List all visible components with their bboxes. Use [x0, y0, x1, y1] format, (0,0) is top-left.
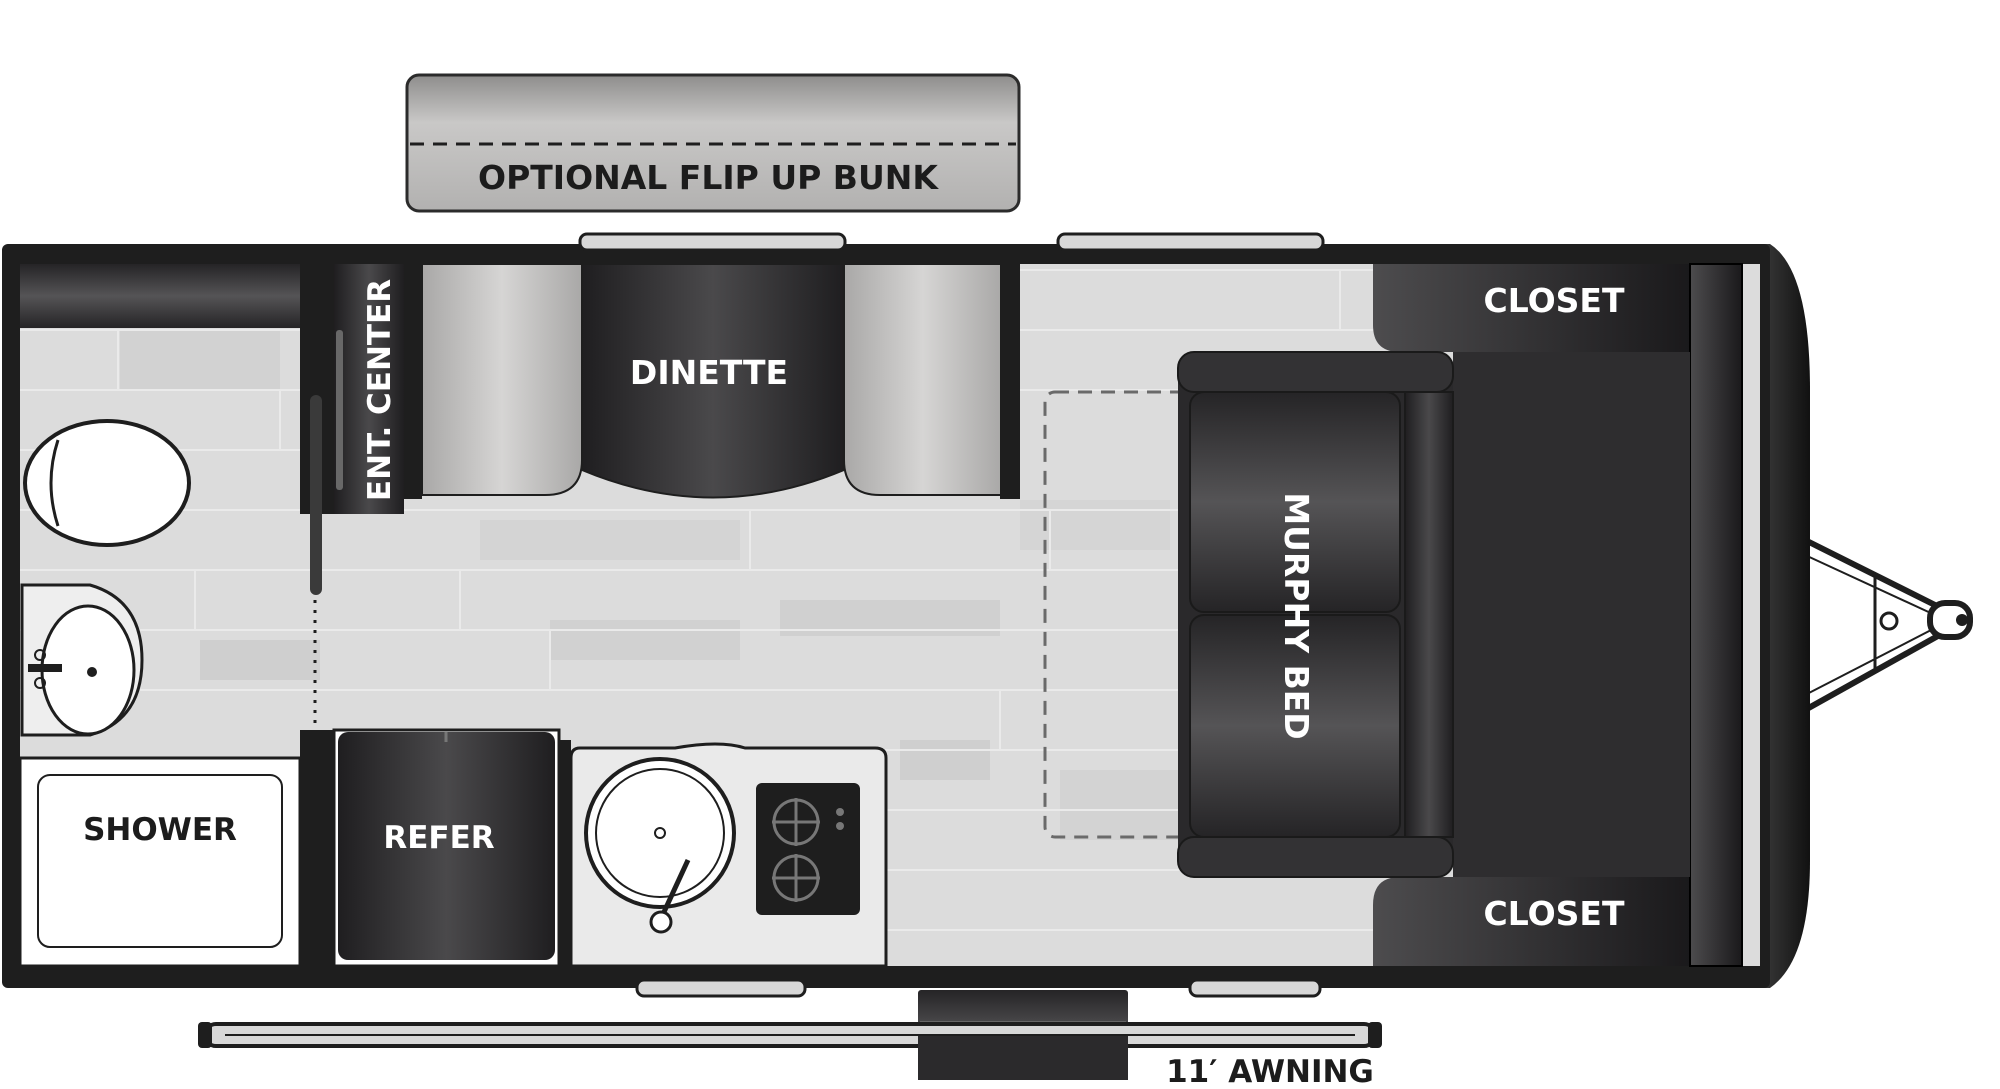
awning-label: 11′ AWNING — [1166, 1054, 1374, 1089]
front-cabinet — [1689, 263, 1743, 967]
closet-bottom: CLOSET — [1373, 877, 1690, 966]
toilet — [23, 419, 191, 547]
refer-label: REFER — [383, 820, 494, 856]
dinette-label: DINETTE — [630, 353, 788, 392]
refrigerator: REFER — [332, 728, 561, 968]
ent-center-label: ENT. CENTER — [362, 279, 398, 501]
dinette: DINETTE — [404, 263, 1020, 499]
shower: SHOWER — [18, 756, 302, 968]
cooktop — [756, 783, 860, 915]
bath-partition — [300, 264, 334, 966]
murphy-bed-label: MURPHY BED — [1277, 492, 1316, 739]
front-nose-cap — [1760, 244, 1810, 988]
bath-sink — [20, 583, 144, 737]
optional-bunk-label: OPTIONAL FLIP UP BUNK — [478, 158, 939, 197]
closet-top: CLOSET — [1373, 264, 1690, 352]
windows — [578, 232, 1325, 998]
closet-bottom-label: CLOSET — [1484, 894, 1625, 933]
optional-flip-up-bunk: OPTIONAL FLIP UP BUNK — [405, 73, 1021, 213]
overhead-cabinet — [20, 264, 300, 328]
shower-label: SHOWER — [83, 812, 237, 848]
ent-center: ENT. CENTER — [334, 264, 404, 514]
trailer-hitch — [1803, 537, 1973, 713]
murphy-bed: MURPHY BED — [1177, 351, 1690, 878]
awning: 11′ AWNING — [198, 1022, 1382, 1089]
closet-top-label: CLOSET — [1484, 281, 1625, 320]
